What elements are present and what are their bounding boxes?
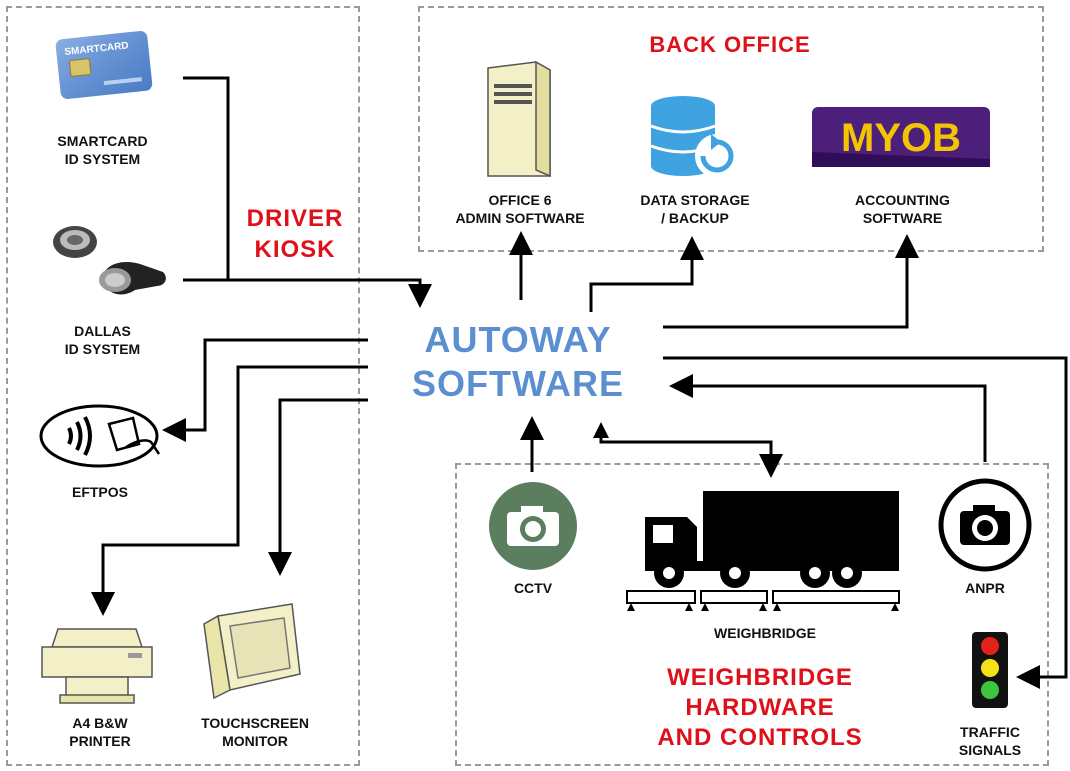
- traffic-light-icon: [972, 632, 1008, 708]
- datastorage-label: DATA STORAGE / BACKUP: [640, 192, 750, 226]
- server-tower-icon: [487, 60, 551, 178]
- cctv-label: CCTV: [513, 580, 553, 596]
- myob-logo-icon: MYOB: [812, 107, 990, 167]
- arrow-autoway-to-datastorage: [589, 236, 704, 312]
- eftpos-contactless-icon: [39, 404, 161, 468]
- weighbridge-hardware-title: WEIGHBRIDGE HARDWARE AND CONTROLS: [657, 664, 863, 751]
- traffic-label: TRAFFIC SIGNALS: [958, 724, 1022, 758]
- printer-icon: [41, 628, 153, 704]
- dallas-label: DALLAS ID SYSTEM: [64, 323, 141, 357]
- arrow-dallas-to-autoway: [183, 278, 432, 308]
- arrow-weighbridge-autoway: [599, 436, 783, 478]
- office6-label: OFFICE 6 ADMIN SOFTWARE: [455, 192, 585, 226]
- autoway-software-title: AUTOWAY SOFTWARE: [412, 319, 624, 404]
- monitor-label: TOUCHSCREEN MONITOR: [201, 715, 309, 749]
- arrow-smartcard-to-autoway: [183, 76, 230, 280]
- weighbridge-truck-icon: [626, 491, 900, 611]
- myob-text: MYOB: [841, 116, 961, 160]
- smartcard-icon: SMARTCARD: [55, 31, 153, 99]
- back-office-section: [418, 6, 1044, 252]
- arrow-autoway-to-eftpos: [162, 338, 368, 442]
- arrow-autoway-to-traffic: [663, 356, 1068, 689]
- smartcard-label: SMARTCARD ID SYSTEM: [57, 133, 148, 167]
- printer-label: A4 B&W PRINTER: [69, 715, 131, 749]
- database-backup-icon: [650, 96, 739, 178]
- arrow-autoway-to-monitor: [268, 398, 368, 576]
- cctv-camera-icon: [489, 482, 577, 570]
- arrow-autoway-to-accounting: [663, 234, 919, 329]
- arrow-autoway-to-printer: [91, 365, 368, 616]
- dallas-key-icon: [53, 226, 166, 295]
- arrow-anpr-to-autoway: [669, 374, 987, 462]
- eftpos-label: EFTPOS: [71, 484, 128, 500]
- back-office-title: BACK OFFICE: [649, 32, 811, 57]
- anpr-camera-icon: [938, 478, 1032, 572]
- accounting-label: ACCOUNTING SOFTWARE: [855, 192, 950, 226]
- weighbridge-hardware-section: [455, 463, 1049, 766]
- touchscreen-monitor-icon: [203, 603, 301, 700]
- anpr-label: ANPR: [965, 580, 1005, 596]
- driver-kiosk-title: DRIVER KIOSK: [246, 205, 344, 263]
- weighbridge-label: WEIGHBRIDGE: [714, 625, 816, 641]
- driver-kiosk-section: [6, 6, 360, 766]
